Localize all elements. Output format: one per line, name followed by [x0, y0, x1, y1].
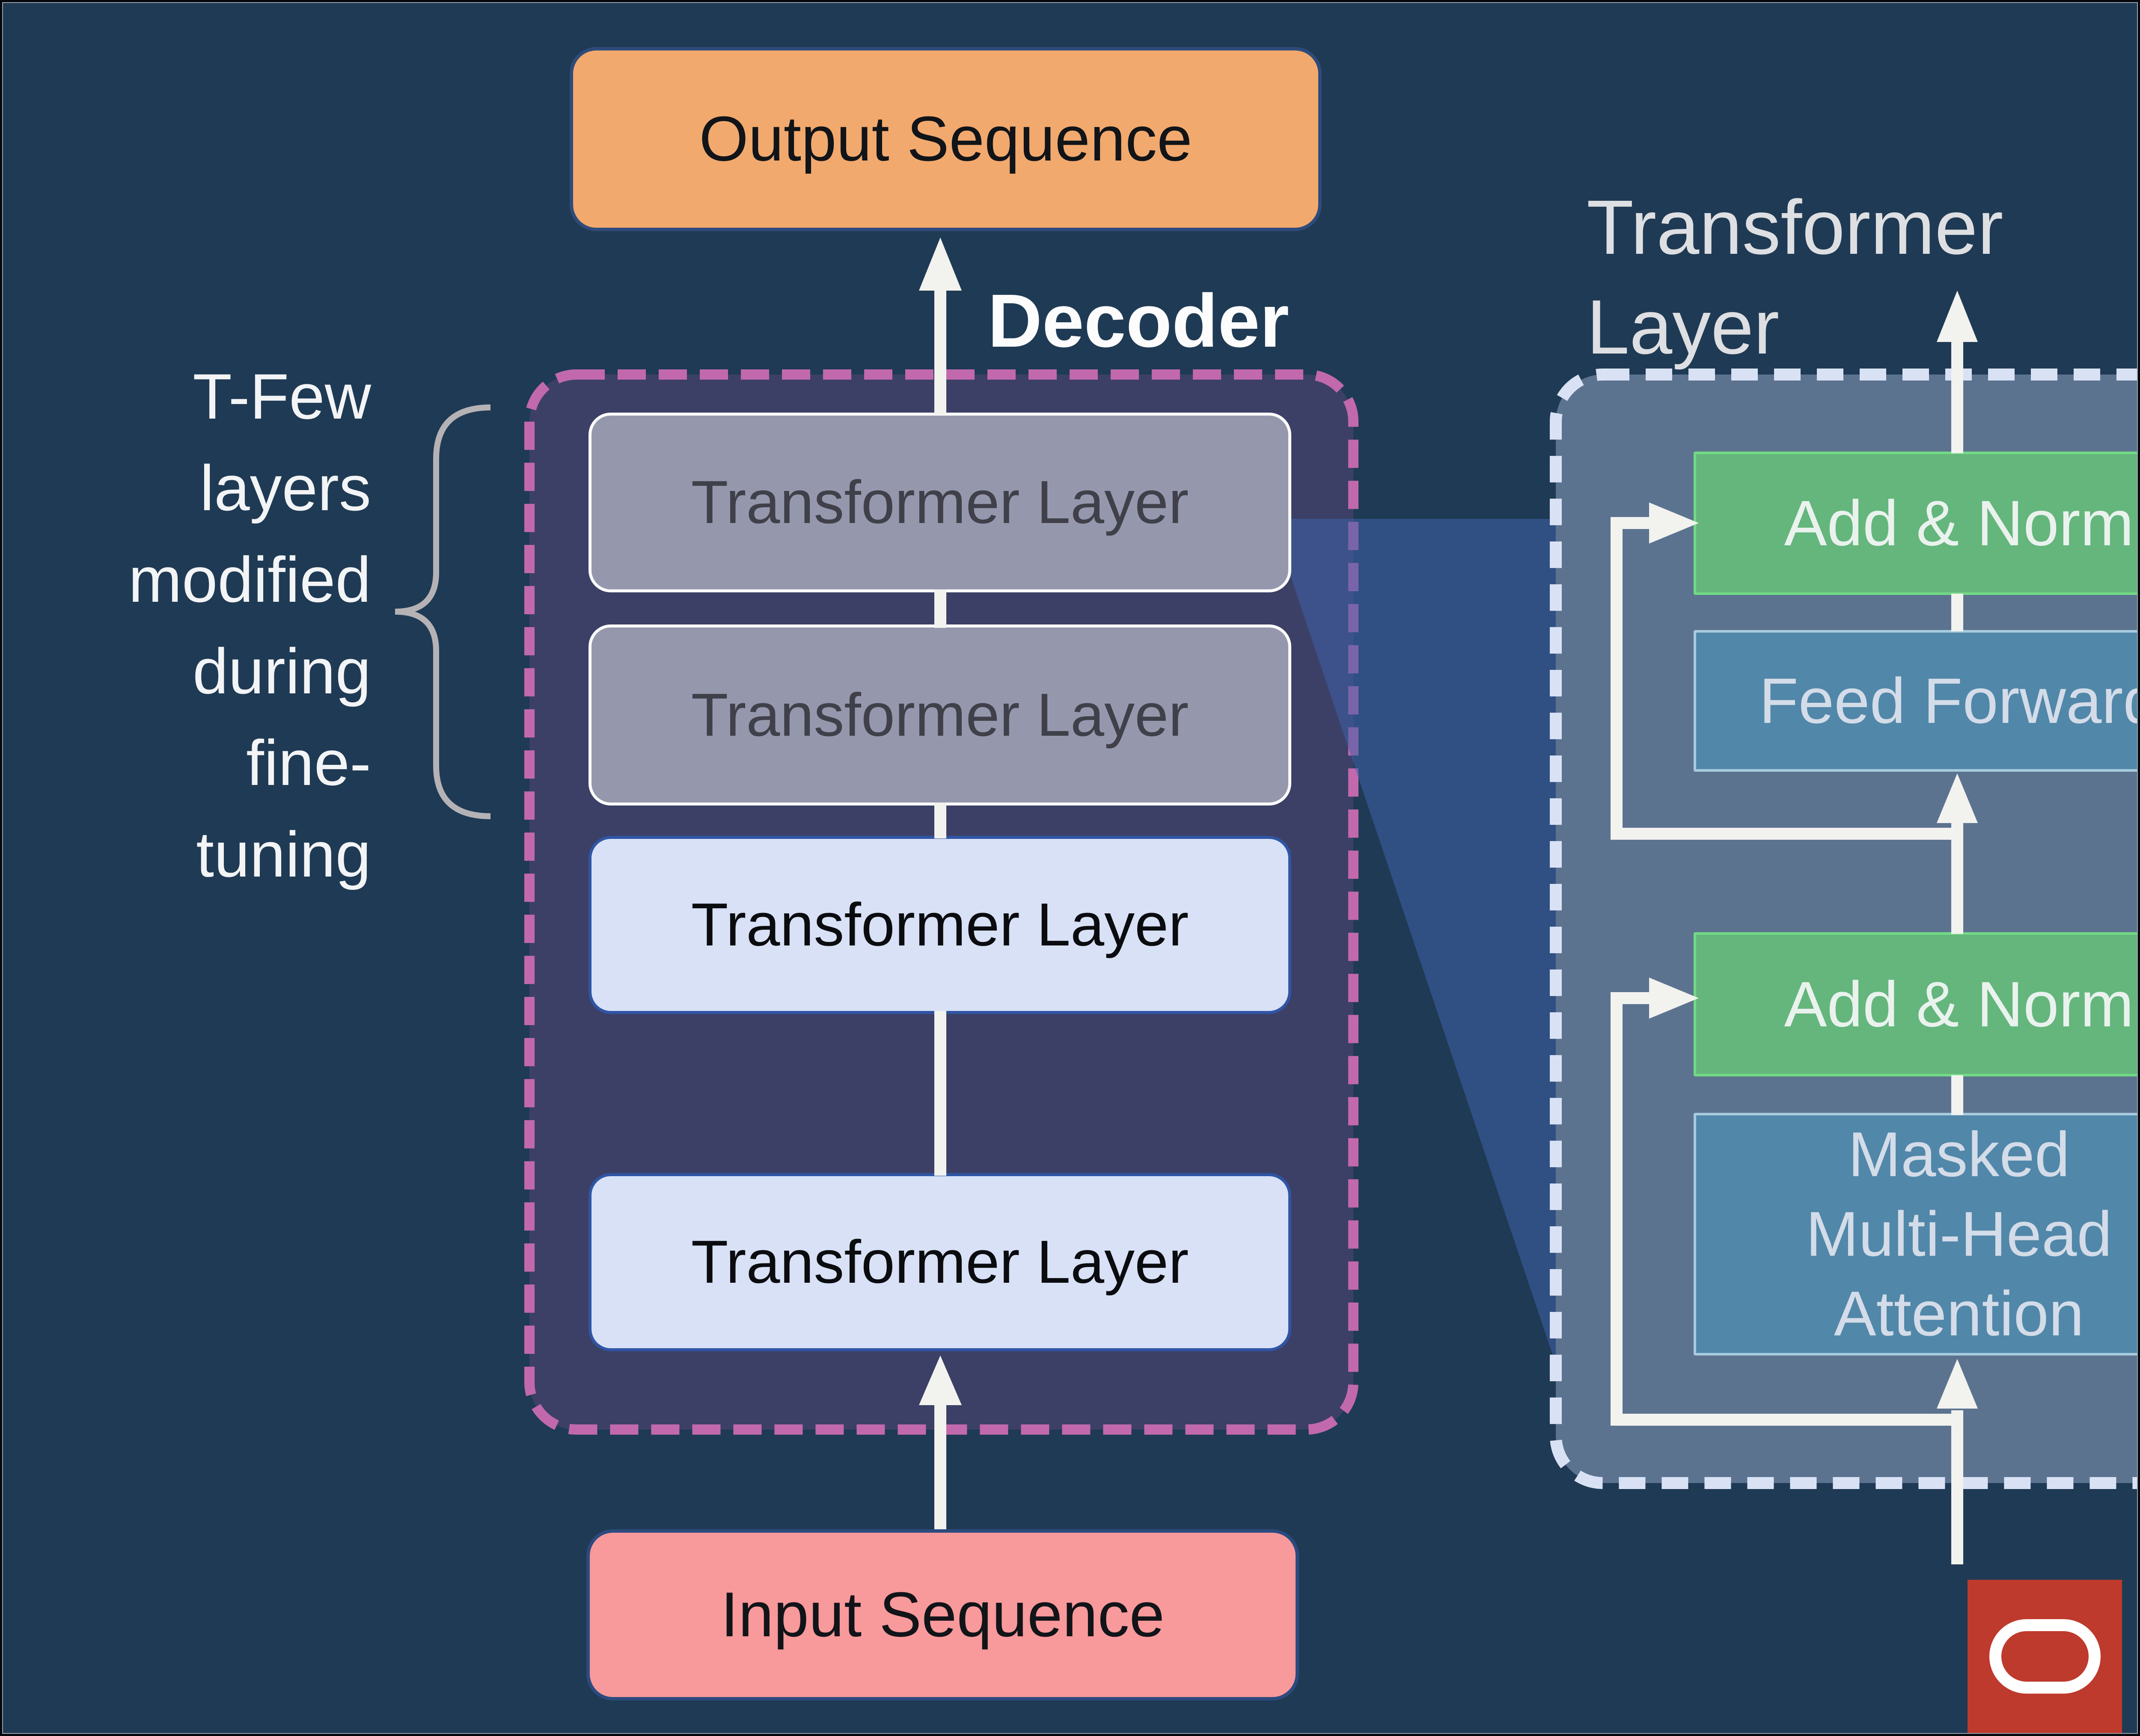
add-norm-top-block: Add & Norm — [1694, 452, 2137, 595]
flow-arrow-to-output — [919, 238, 962, 415]
masked-multi-head-attention-block: Masked Multi-Head Attention — [1694, 1113, 2137, 1356]
feed-forward-block: Feed Forward — [1694, 630, 2138, 772]
transformer-layer-2: Transformer Layer — [588, 624, 1291, 806]
detail-output-arrow — [1937, 291, 1978, 453]
annotation-line: T-Few — [193, 360, 371, 432]
skip-connection-lower — [1611, 978, 1957, 1426]
add-norm-top-label: Add & Norm — [1784, 487, 2134, 559]
curly-brace-icon — [395, 404, 491, 819]
transformer-layer-2-label: Transformer Layer — [691, 681, 1189, 749]
transformer-layer-1-label: Transformer Layer — [691, 468, 1189, 536]
output-sequence-label: Output Sequence — [699, 104, 1192, 174]
oracle-logo — [1968, 1580, 2122, 1733]
skip-connection-upper — [1611, 502, 1957, 840]
input-sequence-label: Input Sequence — [721, 1579, 1165, 1650]
annotation-line: during — [193, 635, 371, 707]
detail-title-line2: Layer — [1587, 284, 1780, 370]
zoom-beam — [1290, 519, 1572, 1411]
transformer-layer-3-label: Transformer Layer — [691, 891, 1189, 959]
connector-layer — [395, 238, 1978, 1564]
transformer-layer-4: Transformer Layer — [588, 1173, 1291, 1351]
feed-forward-label: Feed Forward — [1759, 665, 2138, 737]
add-norm-bottom-label: Add & Norm — [1784, 968, 2134, 1040]
transformer-layer-3: Transformer Layer — [588, 836, 1291, 1014]
annotation-line: layers — [199, 452, 371, 524]
add-norm-bottom-block: Add & Norm — [1694, 932, 2137, 1076]
input-sequence-box: Input Sequence — [586, 1529, 1299, 1700]
transformer-layer-1: Transformer Layer — [588, 413, 1291, 592]
detail-input-arrow — [1937, 1359, 1978, 1564]
output-sequence-box: Output Sequence — [570, 47, 1322, 231]
annotation-line: fine- — [246, 727, 371, 799]
flow-arrow-from-input — [919, 1356, 962, 1529]
annotation-line: tuning — [196, 818, 371, 890]
decoder-label: Decoder — [987, 279, 1289, 363]
tfew-annotation: T-Few layers modified during fine- tunin… — [37, 351, 371, 900]
detail-arrow-into-feedforward — [1937, 773, 1978, 934]
annotation-line: modified — [128, 544, 371, 615]
transformer-layer-4-label: Transformer Layer — [691, 1228, 1189, 1296]
detail-title-line1: Transformer — [1587, 184, 2003, 271]
masked-attention-label: Masked Multi-Head Attention — [1806, 1119, 2112, 1349]
detail-panel-title: Transformer Layer — [1587, 178, 2137, 377]
